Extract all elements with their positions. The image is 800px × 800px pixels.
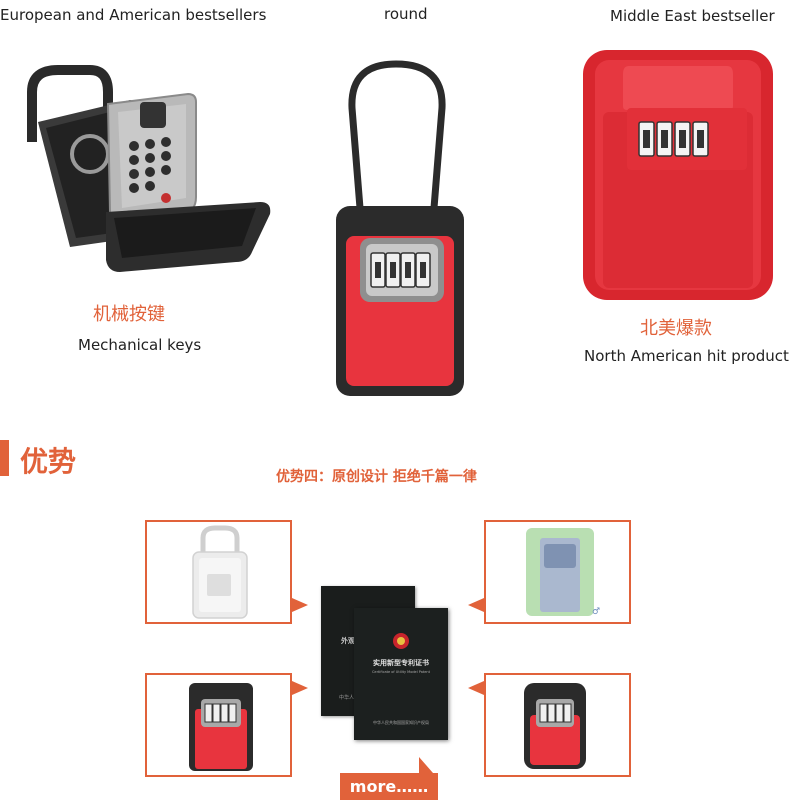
caption-european-american: European and American bestsellers [0,6,267,24]
more-button-notch [419,757,433,773]
design-frame-mint-lock: ♂ [484,520,631,624]
section-title: 优势 [20,445,77,478]
certificate-back-title: 外观设 [341,637,362,645]
certificate-front-footer: 中华人民共和国国家知识产权局 [373,720,429,725]
arrow-left-bottom [468,681,484,695]
caption-round: round [384,5,428,23]
arrow-left-top [468,598,484,612]
label-mechanical-keys-en: Mechanical keys [78,336,202,354]
more-button[interactable]: more…… [340,773,438,800]
label-mechanical-keys-cn: 机械按键 [93,304,165,325]
red-lock-image [189,683,253,771]
black-lock-image [524,683,586,769]
certificate-front-title: 实用新型专利证书 [373,659,429,667]
mint-lock-image: ♂ [526,528,600,617]
arrow-right-top [292,598,308,612]
product-image-round-lock [334,58,466,398]
product-image-mechanical-keys [10,62,275,277]
label-north-american-en: North American hit product [584,347,789,365]
design-frame-red-lock [145,673,292,777]
certificate-front-subtitle: Certificate of Utility Model Patent [371,670,431,674]
section-accent-bar [0,440,9,476]
national-emblem-icon [393,633,409,649]
svg-text:♂: ♂ [592,607,600,617]
product-image-wall-mount-lock [583,48,773,302]
certificate-front: 实用新型专利证书 Certificate of Utility Model Pa… [354,608,448,740]
arrow-right-bottom [292,681,308,695]
design-frame-white-lock [145,520,292,624]
white-lock-image [192,525,248,619]
caption-middle-east: Middle East bestseller [610,7,775,25]
design-frame-black-lock [484,673,631,777]
section-subheading: 优势四：原创设计 拒绝千篇一律 [276,469,477,485]
label-north-american-cn: 北美爆款 [640,318,712,339]
